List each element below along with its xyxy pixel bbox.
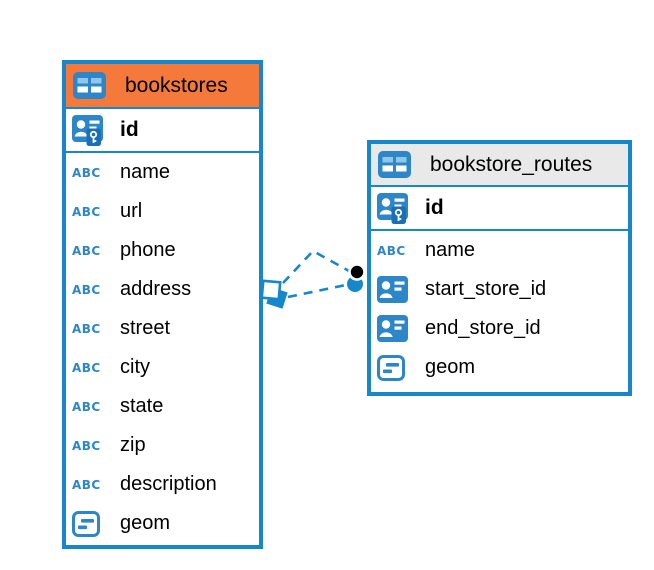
table-icon xyxy=(73,72,115,99)
entity-bookstores[interactable]: bookstores id ABC name A xyxy=(62,60,263,549)
table-title: bookstore_routes xyxy=(430,152,593,176)
column-name: id xyxy=(425,196,444,219)
column-row-name[interactable]: ABC name xyxy=(371,231,628,270)
primary-key-icon xyxy=(377,192,417,224)
column-name: city xyxy=(120,356,150,378)
relationship-target-marker[interactable] xyxy=(347,263,366,293)
column-row-state[interactable]: ABC state xyxy=(66,387,259,426)
text-type-icon: ABC xyxy=(72,321,101,336)
column-name: id xyxy=(120,118,139,141)
column-name: geom xyxy=(425,356,476,378)
column-row-geom[interactable]: geom xyxy=(371,348,628,387)
column-name: state xyxy=(120,395,164,417)
text-type-icon: ABC xyxy=(72,243,101,258)
column-row-start-store-id[interactable]: start_store_id xyxy=(371,270,628,309)
text-type-icon: ABC xyxy=(72,438,101,453)
relationship-source-marker[interactable] xyxy=(260,279,288,309)
column-row-street[interactable]: ABC street xyxy=(66,309,259,348)
text-type-icon: ABC xyxy=(72,360,101,375)
text-type-icon: ABC xyxy=(72,204,101,219)
text-type-icon: ABC xyxy=(72,282,101,297)
column-name: street xyxy=(120,317,171,339)
relationship-link-1[interactable] xyxy=(282,249,350,284)
column-row-end-store-id[interactable]: end_store_id xyxy=(371,309,628,348)
column-row-name[interactable]: ABC name xyxy=(66,153,259,192)
geometry-type-icon xyxy=(377,354,417,381)
column-name: address xyxy=(120,278,192,300)
column-name: phone xyxy=(120,239,176,261)
bookstore-routes-header[interactable]: bookstore_routes xyxy=(371,144,628,187)
column-name: name xyxy=(425,239,476,261)
text-type-icon: ABC xyxy=(72,399,101,414)
column-row-city[interactable]: ABC city xyxy=(66,348,259,387)
column-name: end_store_id xyxy=(425,317,541,339)
relationship-link-2[interactable] xyxy=(287,283,347,299)
column-row-address[interactable]: ABC address xyxy=(66,270,259,309)
column-name: zip xyxy=(120,434,146,456)
column-row-id[interactable]: id xyxy=(66,109,259,153)
table-icon xyxy=(378,151,420,178)
primary-key-icon xyxy=(72,114,112,146)
bookstores-header[interactable]: bookstores xyxy=(66,64,259,109)
reference-type-icon xyxy=(377,315,417,342)
column-row-id[interactable]: id xyxy=(371,187,628,231)
column-row-geom[interactable]: geom xyxy=(66,504,259,543)
column-name: name xyxy=(120,161,171,183)
table-title: bookstores xyxy=(125,73,228,97)
entity-bookstore-routes[interactable]: bookstore_routes id ABC name xyxy=(367,140,632,396)
column-row-phone[interactable]: ABC phone xyxy=(66,231,259,270)
column-name: description xyxy=(120,473,217,495)
geometry-type-icon xyxy=(72,510,112,537)
reference-type-icon xyxy=(377,276,417,303)
column-name: geom xyxy=(120,512,171,534)
column-name: url xyxy=(120,200,143,222)
text-type-icon: ABC xyxy=(72,165,101,180)
column-row-zip[interactable]: ABC zip xyxy=(66,426,259,465)
column-name: start_store_id xyxy=(425,278,547,300)
column-row-url[interactable]: ABC url xyxy=(66,192,259,231)
column-row-description[interactable]: ABC description xyxy=(66,465,259,504)
text-type-icon: ABC xyxy=(72,477,101,492)
text-type-icon: ABC xyxy=(377,243,406,258)
